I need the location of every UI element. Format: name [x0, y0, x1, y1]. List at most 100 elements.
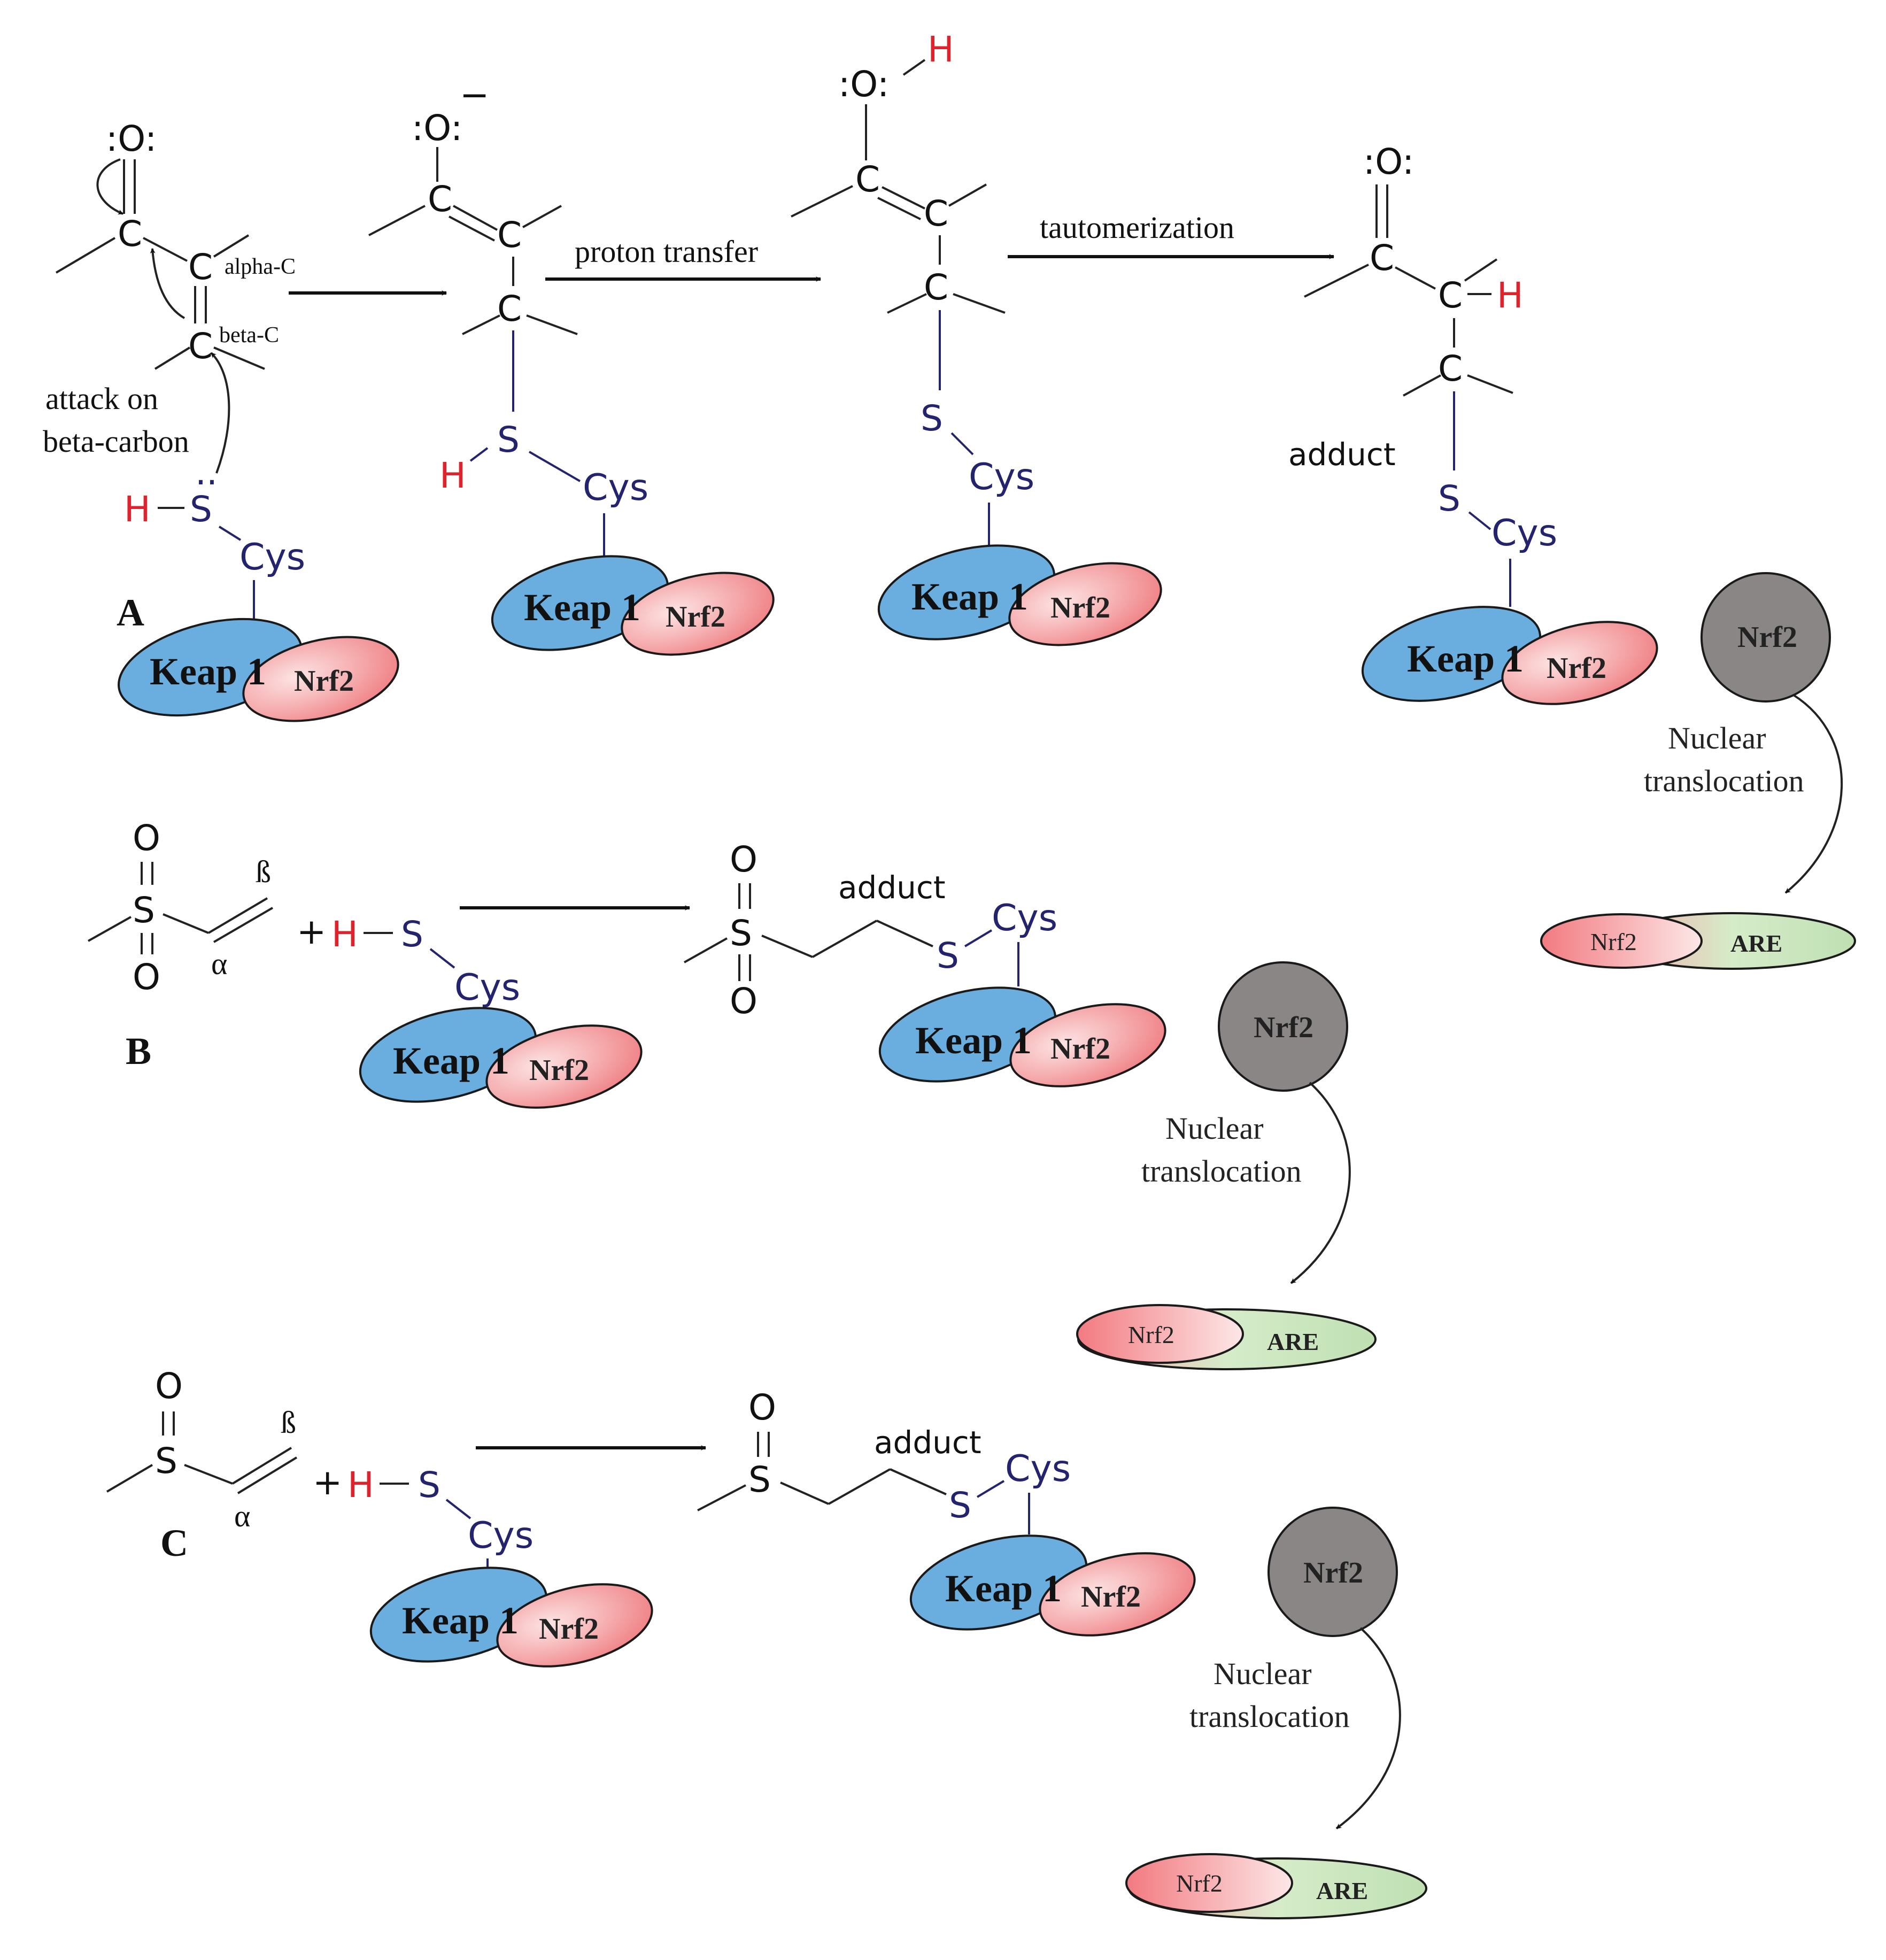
- b-adduct: O S O adduct S Cys: [684, 839, 1057, 1022]
- b2-oxygen-bottom: O: [730, 981, 758, 1022]
- a2-oxygen: :O:: [412, 107, 462, 149]
- b-protein-1: Keap 1 Nrf2: [359, 1007, 643, 1109]
- b-keap1-1: Keap 1: [393, 1039, 509, 1082]
- c-are-label: ARE: [1316, 1877, 1368, 1904]
- a1-sulfur-lone-pair: ··: [195, 462, 218, 503]
- a4-oxygen: :O:: [1363, 141, 1414, 182]
- a-structure-4: :O: C C H C adduct S Cys: [1288, 141, 1557, 607]
- c2-link-sulfur: S: [949, 1485, 971, 1526]
- b2-cys: Cys: [992, 897, 1057, 939]
- c2-adduct-label: adduct: [874, 1424, 981, 1461]
- b-keap1-2: Keap 1: [915, 1019, 1032, 1062]
- c2-cys: Cys: [1005, 1448, 1071, 1490]
- c-nrf2-are: Nrf2: [1176, 1870, 1223, 1897]
- a-nrf2-1: Nrf2: [294, 665, 354, 698]
- b-alpha-label: α: [211, 946, 227, 981]
- b2-adduct-label: adduct: [838, 869, 946, 906]
- c-nrf2-2: Nrf2: [1081, 1580, 1141, 1614]
- a2-sulfur: S: [497, 419, 520, 460]
- c-oxygen: O: [155, 1365, 183, 1407]
- c-thiol-hydrogen: H: [347, 1464, 374, 1506]
- a4-carbon-3: C: [1438, 348, 1463, 389]
- a1-cys: Cys: [239, 536, 305, 578]
- c-keap1-1: Keap 1: [402, 1599, 519, 1642]
- c-adduct: O S adduct S Cys: [697, 1387, 1071, 1534]
- a2-minus: −: [460, 74, 489, 115]
- panel-label-a: A: [117, 591, 144, 634]
- b-nuclear-line1: Nuclear: [1165, 1111, 1264, 1146]
- c-beta-label: ß: [281, 1405, 296, 1440]
- a1-thiol-hydrogen: H: [124, 489, 151, 530]
- c-nuclear-line1: Nuclear: [1213, 1656, 1312, 1691]
- a-tautomerization-label: tautomerization: [1040, 210, 1234, 245]
- a3-carbon-1: C: [855, 159, 880, 200]
- a-nrf2-4: Nrf2: [1547, 652, 1606, 685]
- a3-hydrogen: H: [927, 29, 954, 70]
- c-keap1-2: Keap 1: [945, 1567, 1062, 1610]
- b-cys-1: Cys: [454, 967, 520, 1009]
- a4-sulfur: S: [1438, 478, 1460, 519]
- panel-label-b: B: [126, 1030, 151, 1072]
- a4-cys: Cys: [1491, 512, 1557, 554]
- c-protein-2: Keap 1 Nrf2: [909, 1534, 1196, 1637]
- a-proton-transfer-label: proton transfer: [575, 234, 758, 269]
- a-structure-2: :O: − C C C S H Cys: [368, 74, 648, 559]
- a1-beta-label: beta-C: [219, 323, 279, 348]
- a4-carbon-2: C: [1438, 275, 1463, 316]
- a-keap1-1: Keap 1: [150, 650, 266, 693]
- a-protein-4: Keap 1 Nrf2: [1361, 606, 1658, 705]
- b-oxygen-top: O: [133, 817, 160, 859]
- a3-carbon-2: C: [924, 193, 948, 234]
- c-nuclear-line2: translocation: [1189, 1699, 1350, 1734]
- c-free-nrf2-label: Nrf2: [1303, 1556, 1363, 1589]
- a-translocation: Nrf2 Nuclear translocation Nrf2 ARE: [1540, 572, 1856, 970]
- c2-oxygen: O: [748, 1387, 776, 1428]
- c-alpha-label: α: [234, 1499, 250, 1533]
- a-free-nrf2: [1701, 572, 1831, 703]
- b-are-label: ARE: [1267, 1328, 1319, 1355]
- a1-beta-carbon: C: [188, 326, 213, 367]
- a1-carbonyl-carbon: C: [118, 213, 142, 254]
- b2-link-sulfur: S: [937, 935, 959, 976]
- b2-sulfur: S: [730, 913, 752, 954]
- b-nrf2-1: Nrf2: [529, 1054, 589, 1087]
- b-plus: +: [297, 911, 326, 952]
- a3-carbon-3: C: [924, 267, 948, 308]
- a-protein-1: Keap 1 Nrf2: [118, 618, 399, 722]
- b-thiol-sulfur: S: [401, 914, 423, 955]
- b-nrf2-are: Nrf2: [1128, 1321, 1174, 1348]
- c2-sulfur: S: [748, 1459, 771, 1500]
- b-nuclear-line2: translocation: [1141, 1154, 1302, 1189]
- b-nrf2-2: Nrf2: [1050, 1032, 1110, 1066]
- c-cys-1: Cys: [468, 1515, 534, 1557]
- a-nrf2-3: Nrf2: [1050, 591, 1110, 624]
- a1-alpha-label: alpha-C: [225, 254, 296, 279]
- b-beta-label: ß: [256, 854, 271, 889]
- a2-cys: Cys: [583, 467, 648, 509]
- b-sulfur: S: [133, 890, 155, 931]
- a2-carbon-1: C: [428, 179, 452, 220]
- a1-oxygen: :O:: [106, 118, 157, 159]
- a-protein-2: Keap 1 Nrf2: [491, 555, 775, 656]
- a-nuclear-line1: Nuclear: [1668, 721, 1766, 755]
- a2-carbon-2: C: [497, 214, 522, 256]
- c-thiol-sulfur: S: [418, 1464, 440, 1506]
- a4-hydrogen: H: [1497, 275, 1524, 316]
- panel-a: A :O: C C alpha-C C beta-C attack on bet…: [43, 29, 1856, 970]
- b-oxygen-bottom: O: [133, 956, 160, 998]
- b-protein-2: Keap 1 Nrf2: [878, 986, 1166, 1087]
- a1-thiol-sulfur: S: [190, 489, 212, 530]
- a3-cys: Cys: [969, 456, 1034, 498]
- a-keap1-4: Keap 1: [1407, 637, 1524, 680]
- a4-adduct-label: adduct: [1288, 436, 1396, 473]
- a-structure-3: :O: H C C C S Cys: [791, 29, 1034, 548]
- a-structure-1: :O: C C alpha-C C beta-C attack on beta-…: [43, 118, 305, 623]
- a1-alpha-carbon: C: [188, 246, 213, 288]
- a2-carbon-3: C: [497, 288, 522, 329]
- b-thiol-hydrogen: H: [331, 914, 358, 955]
- a3-sulfur: S: [921, 398, 943, 439]
- c-plus: +: [313, 1462, 342, 1503]
- c-protein-1: Keap 1 Nrf2: [369, 1567, 653, 1668]
- a1-attack-line2: beta-carbon: [43, 424, 189, 459]
- a-nuclear-line2: translocation: [1644, 763, 1804, 798]
